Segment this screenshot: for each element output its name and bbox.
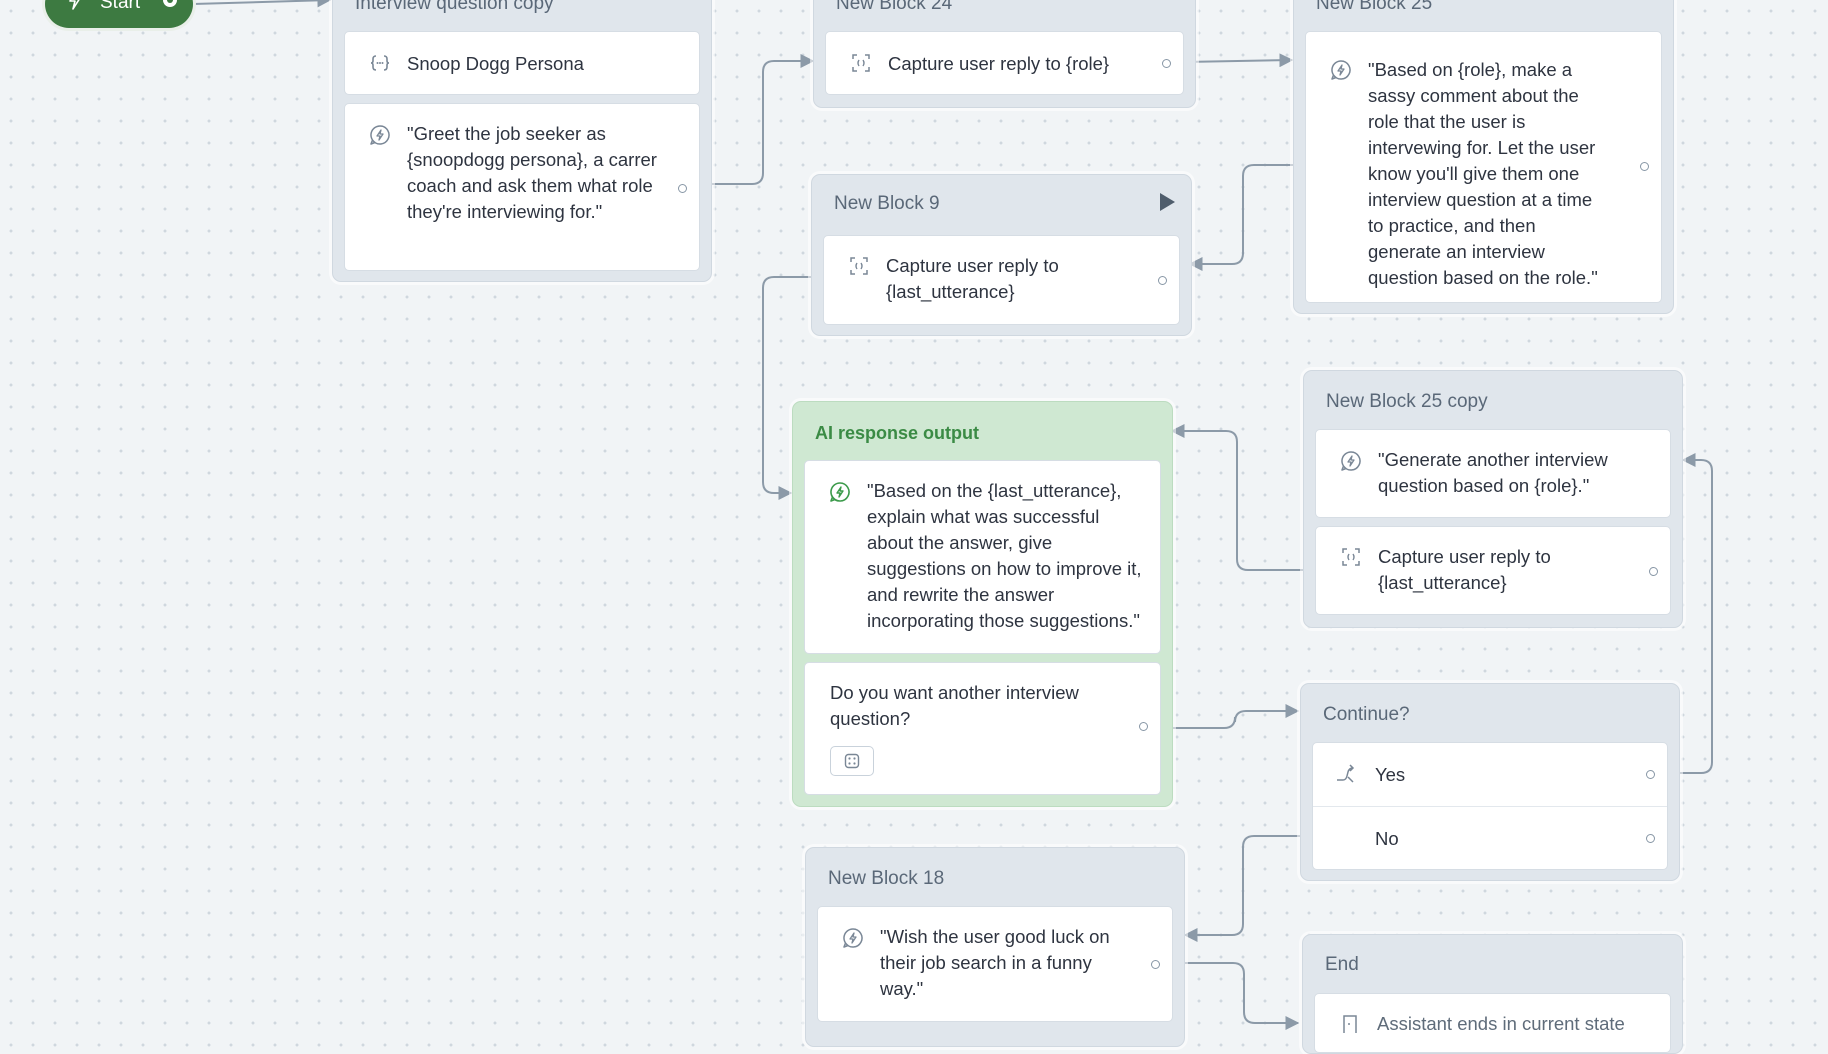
path-no[interactable]: No: [1313, 807, 1667, 871]
start-node[interactable]: Start: [45, 0, 193, 28]
step-text: Capture user reply to {role}: [888, 53, 1110, 74]
ai-response-icon: [1331, 60, 1351, 80]
step-text: "Greet the job seeker as {snoopdogg pers…: [407, 123, 657, 222]
block-title: Continue?: [1323, 704, 1410, 725]
block-ai-response-output[interactable]: AI response output "Based on the {last_u…: [792, 401, 1173, 807]
end-step[interactable]: Assistant ends in current state: [1314, 993, 1671, 1053]
block-title: New Block 24: [836, 0, 953, 14]
start-port[interactable]: [163, 0, 177, 7]
wire-block25copy-to-ai: [1170, 424, 1316, 571]
lightning-icon: [69, 0, 80, 10]
path-port[interactable]: [1646, 834, 1655, 843]
step-port[interactable]: [1649, 567, 1658, 576]
capture-icon: [1342, 548, 1360, 566]
set-variable-icon: [370, 55, 390, 71]
ai-response-step[interactable]: "Greet the job seeker as {snoopdogg pers…: [344, 103, 700, 271]
block-title: New Block 25: [1316, 0, 1433, 14]
step-text: "Based on the {last_utterance}, explain …: [867, 480, 1142, 631]
block-interview-question-copy[interactable]: Interview question copy Snoop Dogg Perso…: [332, 0, 712, 282]
step-text: Capture user reply to {last_utterance}: [886, 255, 1059, 302]
ai-response-step[interactable]: "Wish the user good luck on their job se…: [817, 906, 1173, 1022]
ai-response-icon: [370, 125, 390, 145]
path-port[interactable]: [1646, 770, 1655, 779]
step-port[interactable]: [1139, 722, 1148, 731]
capture-icon: [850, 257, 868, 275]
wire-block24-to-block25: [1183, 53, 1294, 68]
end-icon: [1343, 1015, 1357, 1033]
step-text: Snoop Dogg Persona: [407, 53, 584, 74]
capture-step[interactable]: Capture user reply to {role}: [825, 31, 1184, 95]
step-text: Capture user reply to {last_utterance}: [1378, 546, 1551, 593]
choice-options-button[interactable]: [830, 746, 874, 776]
block-new-block-25-copy[interactable]: New Block 25 copy "Generate another inte…: [1303, 370, 1683, 628]
step-text: Do you want another interview question?: [830, 682, 1079, 729]
ai-response-icon: [843, 928, 863, 948]
step-port[interactable]: [1640, 162, 1649, 171]
condition-paths: Yes No: [1312, 742, 1668, 870]
wire-ai-to-continue: [1160, 704, 1300, 729]
block-end[interactable]: End Assistant ends in current state: [1302, 934, 1683, 1054]
block-title: New Block 9: [834, 193, 940, 214]
ai-response-icon: [830, 482, 850, 502]
ai-response-step[interactable]: "Based on the {last_utterance}, explain …: [804, 460, 1161, 654]
block-new-block-25[interactable]: New Block 25 "Based on {role}, make a sa…: [1293, 0, 1674, 314]
wire-no-to-block18: [1183, 835, 1313, 942]
block-new-block-9[interactable]: New Block 9 Capture user reply to {last_…: [811, 174, 1192, 336]
step-port[interactable]: [1162, 59, 1171, 68]
ai-response-step[interactable]: "Based on {role}, make a sassy comment a…: [1305, 31, 1662, 303]
capture-step[interactable]: Capture user reply to {last_utterance}: [823, 235, 1180, 325]
wire-interview-to-block24: [700, 54, 815, 185]
path-icon: [1337, 764, 1355, 783]
wire-block25-to-block9: [1188, 164, 1307, 271]
block-continue[interactable]: Continue? Yes No: [1300, 683, 1680, 881]
choice-step[interactable]: Do you want another interview question?: [804, 662, 1161, 795]
block-title: New Block 25 copy: [1326, 391, 1488, 412]
block-title: New Block 18: [828, 868, 945, 889]
wire-block18-to-end: [1170, 962, 1300, 1030]
start-label: Start: [100, 0, 141, 13]
wire-start-to-interview: [192, 0, 332, 8]
step-text: Assistant ends in current state: [1377, 1013, 1625, 1034]
capture-icon: [852, 54, 870, 72]
block-new-block-18[interactable]: New Block 18 "Wish the user good luck on…: [805, 847, 1185, 1047]
block-new-block-24[interactable]: New Block 24 Capture user reply to {role…: [813, 0, 1196, 108]
step-port[interactable]: [1158, 276, 1167, 285]
ai-response-step[interactable]: "Generate another interview question bas…: [1315, 429, 1671, 518]
play-icon[interactable]: [1160, 193, 1175, 211]
block-title: End: [1325, 954, 1359, 975]
block-title: AI response output: [815, 423, 980, 443]
path-yes[interactable]: Yes: [1313, 743, 1667, 807]
step-text: "Based on {role}, make a sassy comment a…: [1368, 59, 1598, 288]
step-port[interactable]: [678, 184, 687, 193]
step-text: "Wish the user good luck on their job se…: [880, 926, 1110, 999]
step-text: "Generate another interview question bas…: [1378, 449, 1608, 496]
ai-response-icon: [1341, 451, 1361, 471]
step-port[interactable]: [1151, 960, 1160, 969]
capture-step[interactable]: Capture user reply to {last_utterance}: [1315, 526, 1671, 615]
path-label: No: [1375, 828, 1399, 849]
block-title: Interview question copy: [355, 0, 554, 14]
path-label: Yes: [1375, 764, 1406, 785]
dice-icon: [844, 753, 860, 769]
set-variable-step[interactable]: Snoop Dogg Persona: [344, 31, 700, 95]
